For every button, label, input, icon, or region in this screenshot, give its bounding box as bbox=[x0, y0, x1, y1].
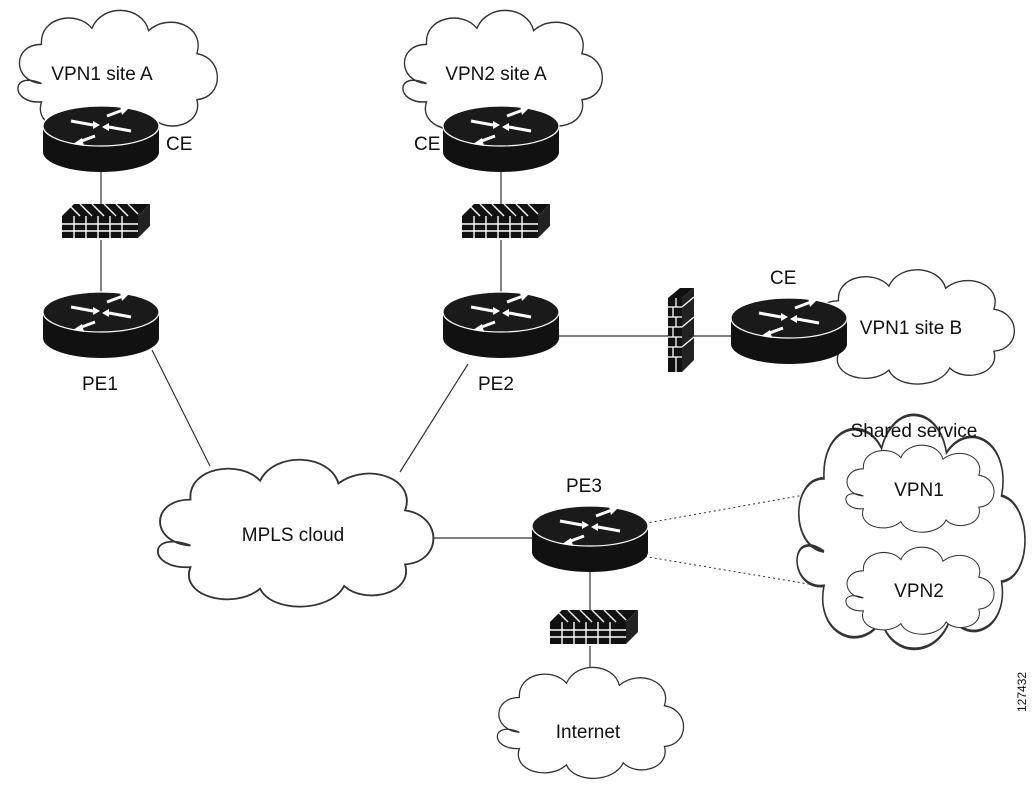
router-pe1-icon bbox=[41, 290, 161, 360]
ce-label-site-a2: CE bbox=[414, 134, 440, 155]
firewall-wall-icon bbox=[667, 287, 695, 373]
firewall-internet-icon bbox=[549, 609, 639, 645]
firewall-site-a1-icon bbox=[61, 203, 151, 239]
router-pe2-icon bbox=[441, 290, 561, 360]
cloud-vpn2-site-a: VPN2 site A bbox=[402, 9, 604, 137]
pe1-label: PE1 bbox=[82, 374, 118, 395]
cloud-vpn1-site-a: VPN1 site A bbox=[17, 9, 219, 137]
vpn2-site-a-label: VPN2 site A bbox=[445, 64, 547, 85]
cloud-vpn1: VPN1 bbox=[845, 444, 995, 533]
ce-label-site-b: CE bbox=[770, 268, 796, 289]
pe3-label: PE3 bbox=[566, 476, 602, 497]
router-pe3-icon bbox=[530, 504, 650, 574]
internet-label: Internet bbox=[556, 722, 621, 743]
link-pe1-mpls bbox=[151, 349, 211, 467]
vpn1-site-a-label: VPN1 site A bbox=[51, 64, 153, 85]
router-ce-vpn1-site-a-icon bbox=[41, 104, 161, 174]
link-pe2-mpls bbox=[399, 363, 469, 473]
vpn1-label: VPN1 bbox=[894, 480, 944, 501]
vpn1-site-b-label: VPN1 site B bbox=[860, 318, 962, 339]
router-ce-vpn1-site-b-icon bbox=[729, 296, 849, 366]
cloud-vpn1-site-b: VPN1 site B bbox=[814, 269, 1016, 385]
cloud-shared-service: Shared service bbox=[795, 413, 1027, 651]
shared-service-label: Shared service bbox=[851, 421, 978, 442]
mpls-cloud-label: MPLS cloud bbox=[242, 525, 344, 546]
firewall-site-a2-icon bbox=[461, 203, 551, 239]
cloud-vpn2: VPN2 bbox=[845, 546, 995, 635]
figure-id: 127432 bbox=[1015, 672, 1029, 712]
pe2-label: PE2 bbox=[478, 374, 514, 395]
cloud-mpls: MPLS cloud bbox=[156, 458, 435, 608]
ce-label-site-a1: CE bbox=[166, 134, 192, 155]
cloud-internet: Internet bbox=[496, 666, 685, 780]
router-ce-vpn2-site-a-icon bbox=[441, 104, 561, 174]
vpn2-label: VPN2 bbox=[894, 581, 944, 602]
